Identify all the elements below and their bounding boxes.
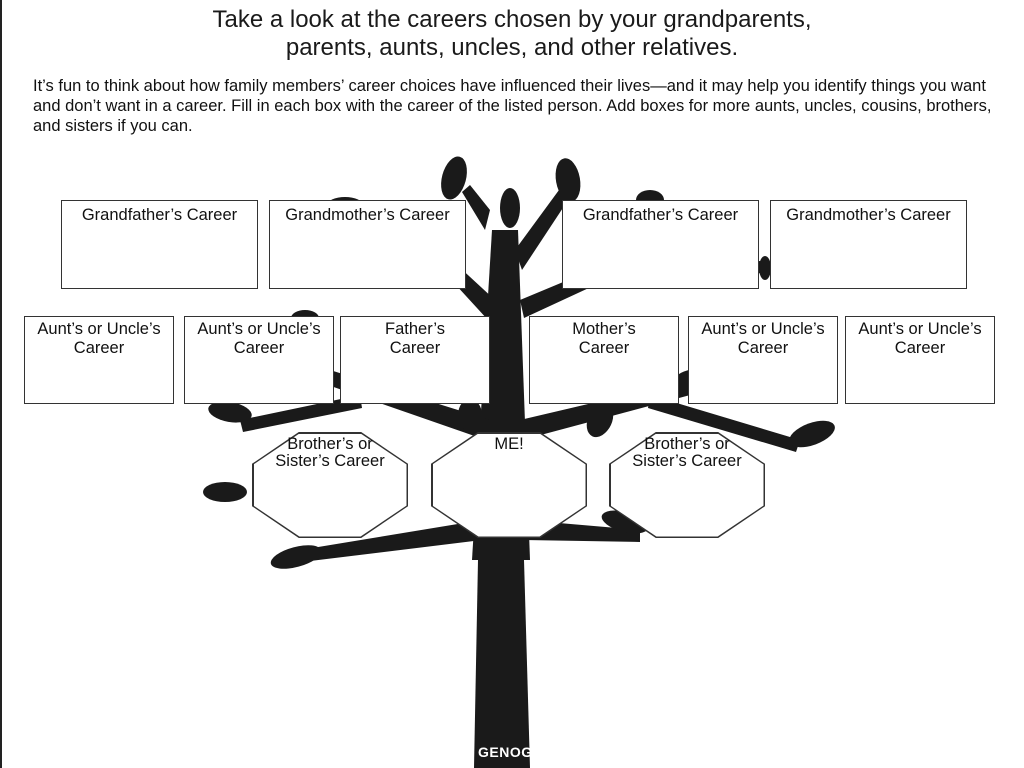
branch-right-top [515,175,580,270]
aunt-uncle-career-label-4: Aunt’s or Uncle’s Career [858,320,982,357]
page-left-border [0,0,2,768]
aunt-uncle-career-box-4[interactable]: Aunt’s or Uncle’s Career [845,316,995,404]
octagon-fill [610,433,764,537]
mother-career-label: Mother’s Career [572,320,636,357]
sibling-career-box-1[interactable]: Brother’s or Sister’s Career [252,432,408,538]
mother-career-box[interactable]: Mother’s Career [529,316,679,404]
branch-left-bottom [300,520,482,562]
leaf [789,420,835,448]
heading-line-2: parents, aunts, uncles, and other relati… [285,34,739,61]
me-box[interactable]: ME! [431,432,587,538]
grandmother-career-box-2[interactable]: Grandmother’s Career [770,200,967,289]
leaf [203,482,247,502]
tree-trunk [474,560,530,768]
heading-line-1: Take a look at the careers chosen by you… [212,6,812,33]
leaf [500,188,520,228]
aunt-uncle-career-label-2: Aunt’s or Uncle’s Career [197,320,321,357]
aunt-uncle-career-box-1[interactable]: Aunt’s or Uncle’s Career [24,316,174,404]
aunt-uncle-career-box-3[interactable]: Aunt’s or Uncle’s Career [688,316,838,404]
aunt-uncle-career-box-2[interactable]: Aunt’s or Uncle’s Career [184,316,334,404]
aunt-uncle-career-label-3: Aunt’s or Uncle’s Career [701,320,825,357]
page-heading: Take a look at the careers chosen by you… [0,6,1024,62]
octagon-fill [253,433,407,537]
grandfather-career-box-2[interactable]: Grandfather’s Career [562,200,759,289]
intro-paragraph: It’s fun to think about how family membe… [33,77,992,135]
grandfather-career-label-1: Grandfather’s Career [81,206,238,224]
aunt-uncle-career-label-1: Aunt’s or Uncle’s Career [37,320,161,357]
sibling-career-box-2[interactable]: Brother’s or Sister’s Career [609,432,765,538]
leaf [586,402,614,438]
leaf [555,158,581,202]
sibling-career-label-2: Brother’s or Sister’s Career [632,435,742,470]
footer-genogram-label: GENOGR [478,744,544,760]
leaf [208,401,252,423]
leaf [759,256,771,280]
branch-right-low [648,395,800,452]
grandfather-career-label-2: Grandfather’s Career [582,206,739,224]
father-career-label: Father’s Career [385,320,445,357]
grandmother-career-label-1: Grandmother’s Career [285,206,450,224]
branch-left-top [462,185,490,230]
leaf [270,545,322,569]
grandmother-career-box-1[interactable]: Grandmother’s Career [269,200,466,289]
grandmother-career-label-2: Grandmother’s Career [786,206,951,224]
father-career-box[interactable]: Father’s Career [340,316,490,404]
branch-left-low [240,395,362,432]
me-label: ME! [494,435,524,453]
grandfather-career-box-1[interactable]: Grandfather’s Career [61,200,258,289]
sibling-career-label-1: Brother’s or Sister’s Career [275,435,385,470]
octagon-fill [432,433,586,537]
leaf [441,156,467,200]
leaf [458,399,482,431]
